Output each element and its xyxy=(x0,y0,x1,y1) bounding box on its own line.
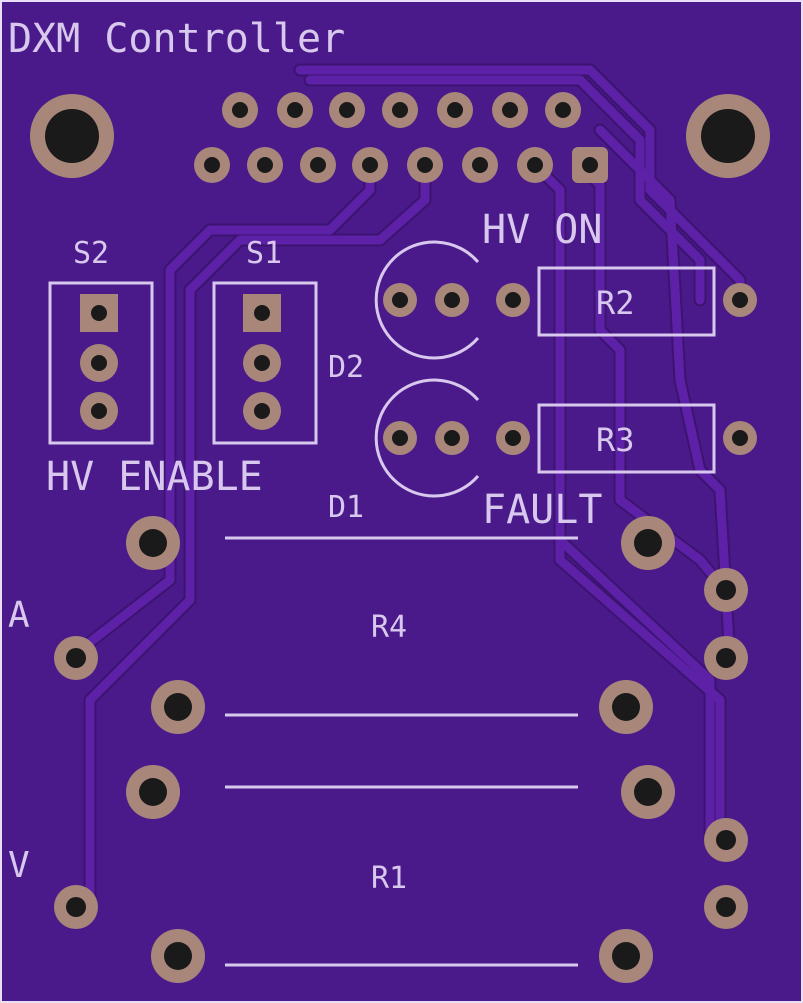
pad-right xyxy=(704,636,748,680)
switch-s2 xyxy=(48,281,154,445)
label-d2: D2 xyxy=(328,350,364,385)
label-r3: R3 xyxy=(596,421,635,459)
header-pad xyxy=(222,92,258,128)
label-a: A xyxy=(8,595,30,636)
pad-v xyxy=(54,885,98,929)
led-d2 xyxy=(374,240,480,360)
header-pad xyxy=(329,92,365,128)
header-pad-square xyxy=(572,147,608,183)
resistor-r4 xyxy=(126,516,675,734)
header-pad xyxy=(492,92,528,128)
test-pads xyxy=(54,568,748,929)
pad-right xyxy=(704,568,748,612)
header-pad xyxy=(194,147,230,183)
header-connector xyxy=(194,92,608,183)
switch-s1 xyxy=(212,281,318,445)
header-pad xyxy=(300,147,336,183)
mounting-hole-right xyxy=(686,94,770,178)
label-fault: FAULT xyxy=(482,487,602,533)
pad-right xyxy=(704,818,748,862)
mounting-hole-left xyxy=(30,94,114,178)
header-pad xyxy=(437,92,473,128)
label-d1: D1 xyxy=(328,490,364,525)
label-hv-on: HV ON xyxy=(482,207,602,253)
label-r4: R4 xyxy=(371,610,407,645)
label-r1: R1 xyxy=(371,861,407,896)
label-hv-enable: HV ENABLE xyxy=(46,454,263,500)
header-pad xyxy=(462,147,498,183)
pad-a xyxy=(54,636,98,680)
label-r2: R2 xyxy=(596,284,635,322)
header-pad xyxy=(277,92,313,128)
resistor-r1 xyxy=(126,765,675,983)
header-pad xyxy=(247,147,283,183)
header-pad xyxy=(517,147,553,183)
led-d1 xyxy=(374,378,480,498)
header-pad xyxy=(352,147,388,183)
resistor-r3 xyxy=(496,403,757,474)
board-title: DXM Controller xyxy=(8,16,345,62)
header-pad xyxy=(382,92,418,128)
label-s2: S2 xyxy=(73,236,109,271)
label-s1: S1 xyxy=(246,236,282,271)
header-pad xyxy=(407,147,443,183)
header-pad xyxy=(545,92,581,128)
resistor-r2 xyxy=(496,266,757,337)
pad-right xyxy=(704,885,748,929)
label-v: V xyxy=(8,845,30,886)
